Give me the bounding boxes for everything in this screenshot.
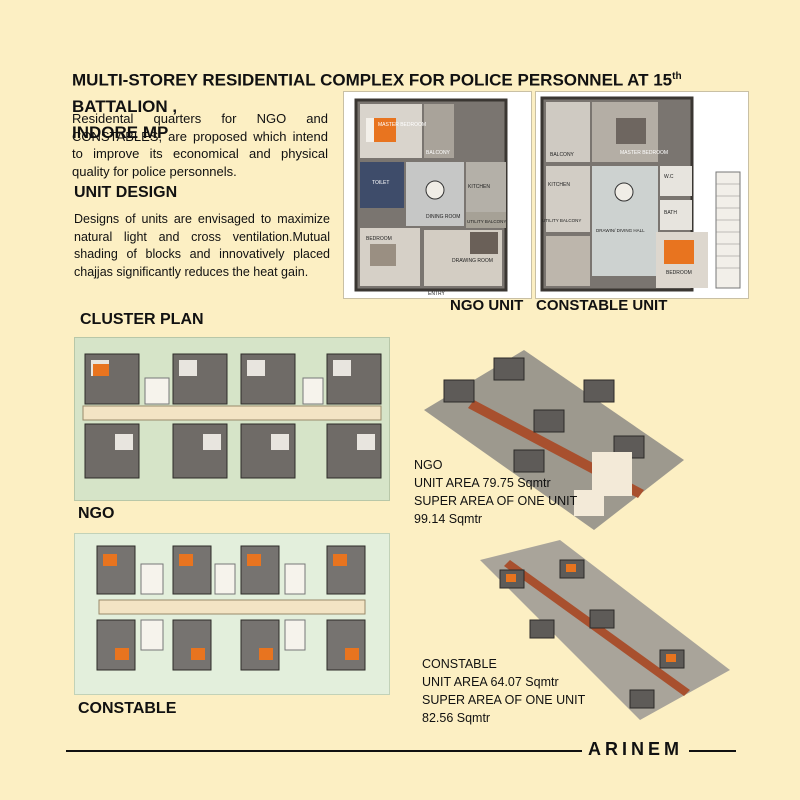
ngo-bedroom-label: BEDROOM bbox=[366, 236, 392, 242]
constable-super-area-value: 82.56 Sqmtr bbox=[422, 711, 491, 725]
ngo-super-area-value: 99.14 Sqmtr bbox=[414, 512, 483, 526]
ngo-balcony-label: BALCONY bbox=[426, 150, 451, 156]
unit-design-text: Designs of units are envisaged to maximi… bbox=[74, 212, 330, 279]
constable-kitchen-label: KITCHEN bbox=[548, 182, 570, 188]
constable-bath-label: BATH bbox=[664, 210, 677, 216]
constable-drawing-dining-hall-label: DRAWIN/ DIVING HALL bbox=[596, 228, 645, 233]
constable-unit-plan-drawing: BALCONY MASTER BEDROOM KITCHEN W.C BATH … bbox=[540, 96, 741, 292]
constable-bedroom-label: BEDROOM bbox=[666, 270, 692, 276]
ngo-super-area-label: SUPER AREA OF ONE UNIT bbox=[414, 494, 578, 508]
ngo-unit-area: UNIT AREA 79.75 Sqmtr bbox=[414, 476, 551, 490]
constable-master-bedroom-label: MASTER BEDROOM bbox=[620, 150, 668, 156]
ngo-cluster-plan bbox=[74, 337, 390, 501]
intro-paragraph: Residental quarters for NGO and CONSTABL… bbox=[72, 111, 328, 179]
constable-unit-area: UNIT AREA 64.07 Sqmtr bbox=[422, 675, 559, 689]
constable-stair-lines bbox=[716, 183, 740, 269]
ngo-cluster-drawing bbox=[82, 353, 382, 479]
constable-area-info: CONSTABLE UNIT AREA 64.07 Sqmtr SUPER AR… bbox=[422, 655, 585, 727]
constable-3d-drawing bbox=[480, 540, 730, 720]
constable-unit-caption: CONSTABLE UNIT bbox=[536, 297, 668, 314]
arinem-logo: ARINEM bbox=[582, 739, 689, 760]
constable-cluster-plan bbox=[74, 533, 390, 695]
constable-balcony-label: BALCONY bbox=[550, 152, 575, 158]
title-line-2: INDORE MP bbox=[72, 122, 169, 142]
constable-info-name: CONSTABLE bbox=[422, 657, 497, 671]
ngo-area-info: NGO UNIT AREA 79.75 Sqmtr SUPER AREA OF … bbox=[414, 456, 577, 528]
ngo-dining-room-label: DINING ROOM bbox=[426, 214, 460, 220]
ngo-master-bedroom-label: MASTER BEDROOM bbox=[378, 122, 426, 128]
constable-utility-balcony-label: UTILITY BALCONY bbox=[542, 218, 581, 223]
ngo-unit-plan: MASTER BEDROOM BALCONY TOILET KITCHEN DI… bbox=[343, 91, 532, 299]
ngo-kitchen-label: KITCHEN bbox=[468, 184, 490, 190]
ngo-entry-label: ENTRY bbox=[428, 291, 446, 297]
title-line-1: MULTI-STOREY RESIDENTIAL COMPLEX FOR POL… bbox=[72, 70, 682, 116]
ngo-toilet-label: TOILET bbox=[372, 180, 389, 186]
cluster-plan-heading: CLUSTER PLAN bbox=[80, 311, 204, 328]
ngo-3d-drawing bbox=[424, 350, 684, 530]
constable-cluster-drawing bbox=[96, 545, 366, 671]
ngo-utility-balcony-label: UTILITY BALCONY bbox=[467, 219, 506, 224]
unit-design-heading: UNIT DESIGN bbox=[74, 184, 178, 201]
constable-cluster-label: CONSTABLE bbox=[78, 700, 177, 717]
ngo-unit-caption: NGO UNIT bbox=[450, 297, 524, 314]
ngo-unit-plan-drawing: MASTER BEDROOM BALCONY TOILET KITCHEN DI… bbox=[354, 98, 508, 297]
footer-rule bbox=[66, 750, 736, 752]
ngo-drawing-room-label: DRAWING ROOM bbox=[452, 258, 493, 264]
constable-3d-view bbox=[470, 540, 740, 720]
constable-wc-label: W.C bbox=[664, 174, 674, 180]
ngo-info-name: NGO bbox=[414, 458, 443, 472]
page-title: MULTI-STOREY RESIDENTIAL COMPLEX FOR POL… bbox=[72, 64, 752, 146]
constable-unit-plan: BALCONY MASTER BEDROOM KITCHEN W.C BATH … bbox=[535, 91, 749, 299]
ngo-3d-view bbox=[414, 340, 694, 536]
ngo-cluster-label: NGO bbox=[78, 505, 115, 522]
constable-super-area-label: SUPER AREA OF ONE UNIT bbox=[422, 693, 586, 707]
